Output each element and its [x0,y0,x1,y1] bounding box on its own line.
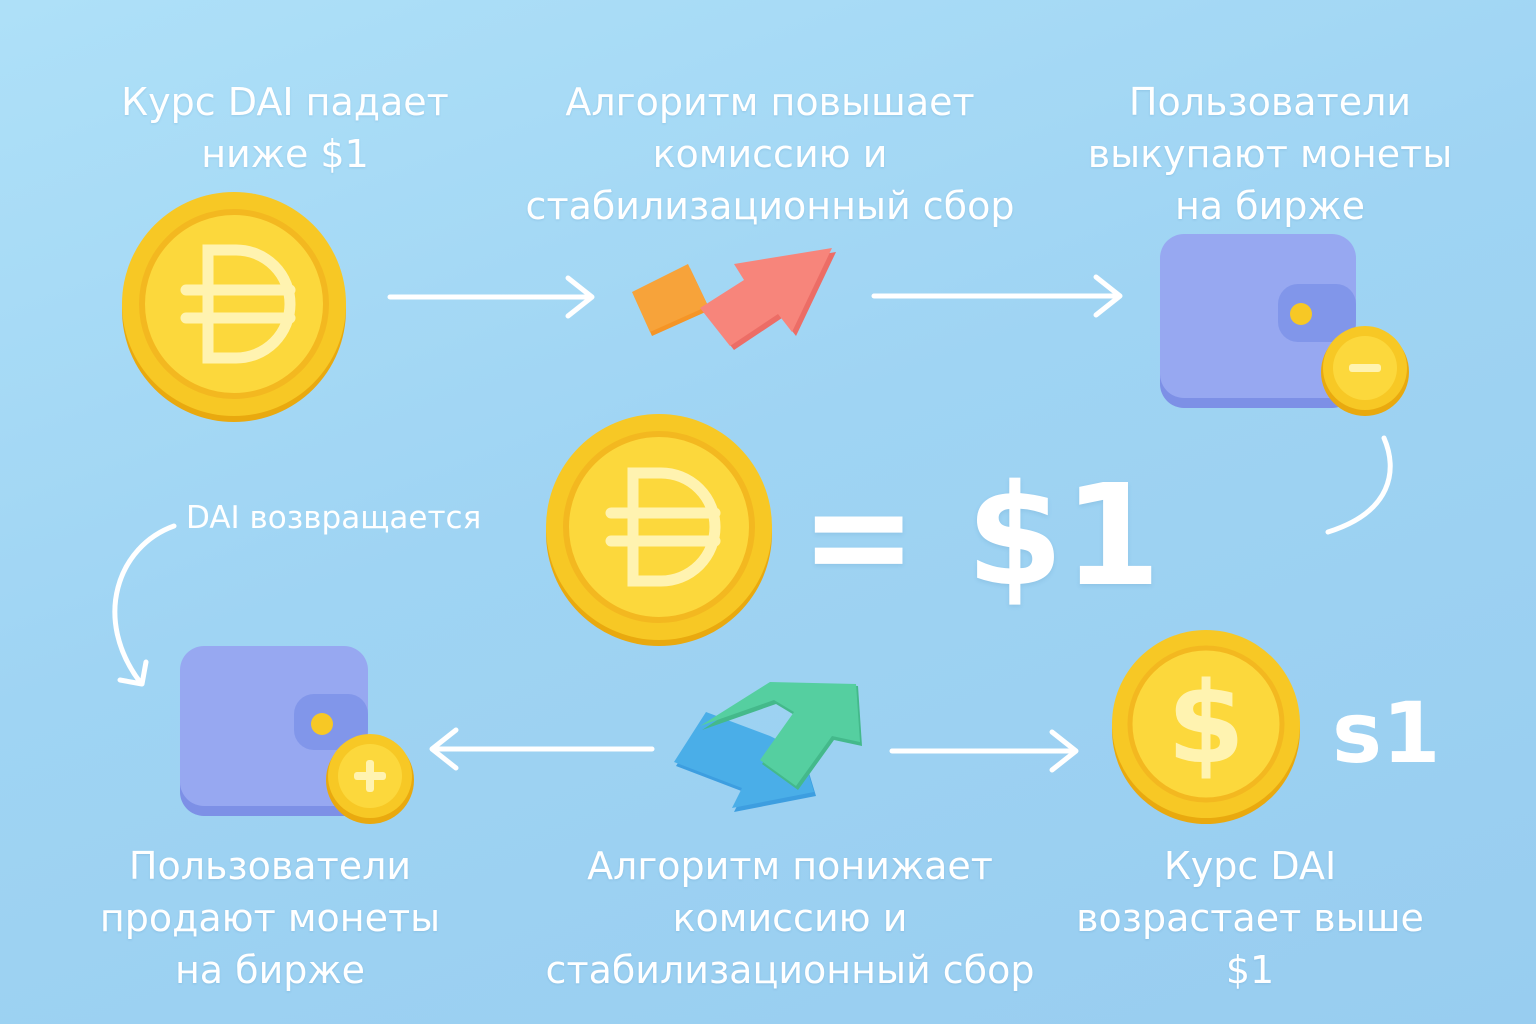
step-price-rises: Курс DAI возрастает выше $1 [1076,844,1424,992]
dai-coin-top-left [122,192,346,422]
arrow-price-falls-to-algorithm [387,275,595,319]
step-algorithm-raises: Алгоритм повышает комиссию и стабилизаци… [525,80,1015,228]
arrow-users-buy-return [1325,435,1393,535]
arrow-down-left-icon [674,682,862,812]
step-users-sell: Пользователи продают монеты на бирже [99,844,441,992]
dai-coin-center [546,414,772,646]
equals-one-dollar: = $1 [800,455,1161,618]
right-coin-price: s1 [1332,684,1441,782]
dollar-symbol-icon: $ [1167,659,1245,789]
step-algorithm-lowers: Алгоритм понижает комиссию и стабилизаци… [545,844,1035,992]
arrow-algorithm-to-users-buy [871,274,1123,318]
arrow-up-right-icon [632,248,836,350]
step-price-falls: Курс DAI падает ниже $1 [121,80,449,176]
step-users-buy: Пользователи выкупают монеты на бирже [1087,80,1453,228]
arrow-algorithm-to-users-sell [429,727,655,771]
arrow-price-rises-to-algorithm [889,729,1079,773]
wallet-minus-icon [1160,234,1409,416]
dai-symbol-icon [605,467,721,587]
arrow-dai-returns [112,523,177,687]
dai-symbol-icon [180,244,296,364]
wallet-plus-icon [180,646,414,824]
dollar-coin-right: $ [1112,630,1300,824]
dai-returns-label: DAI возвращается [186,500,482,536]
